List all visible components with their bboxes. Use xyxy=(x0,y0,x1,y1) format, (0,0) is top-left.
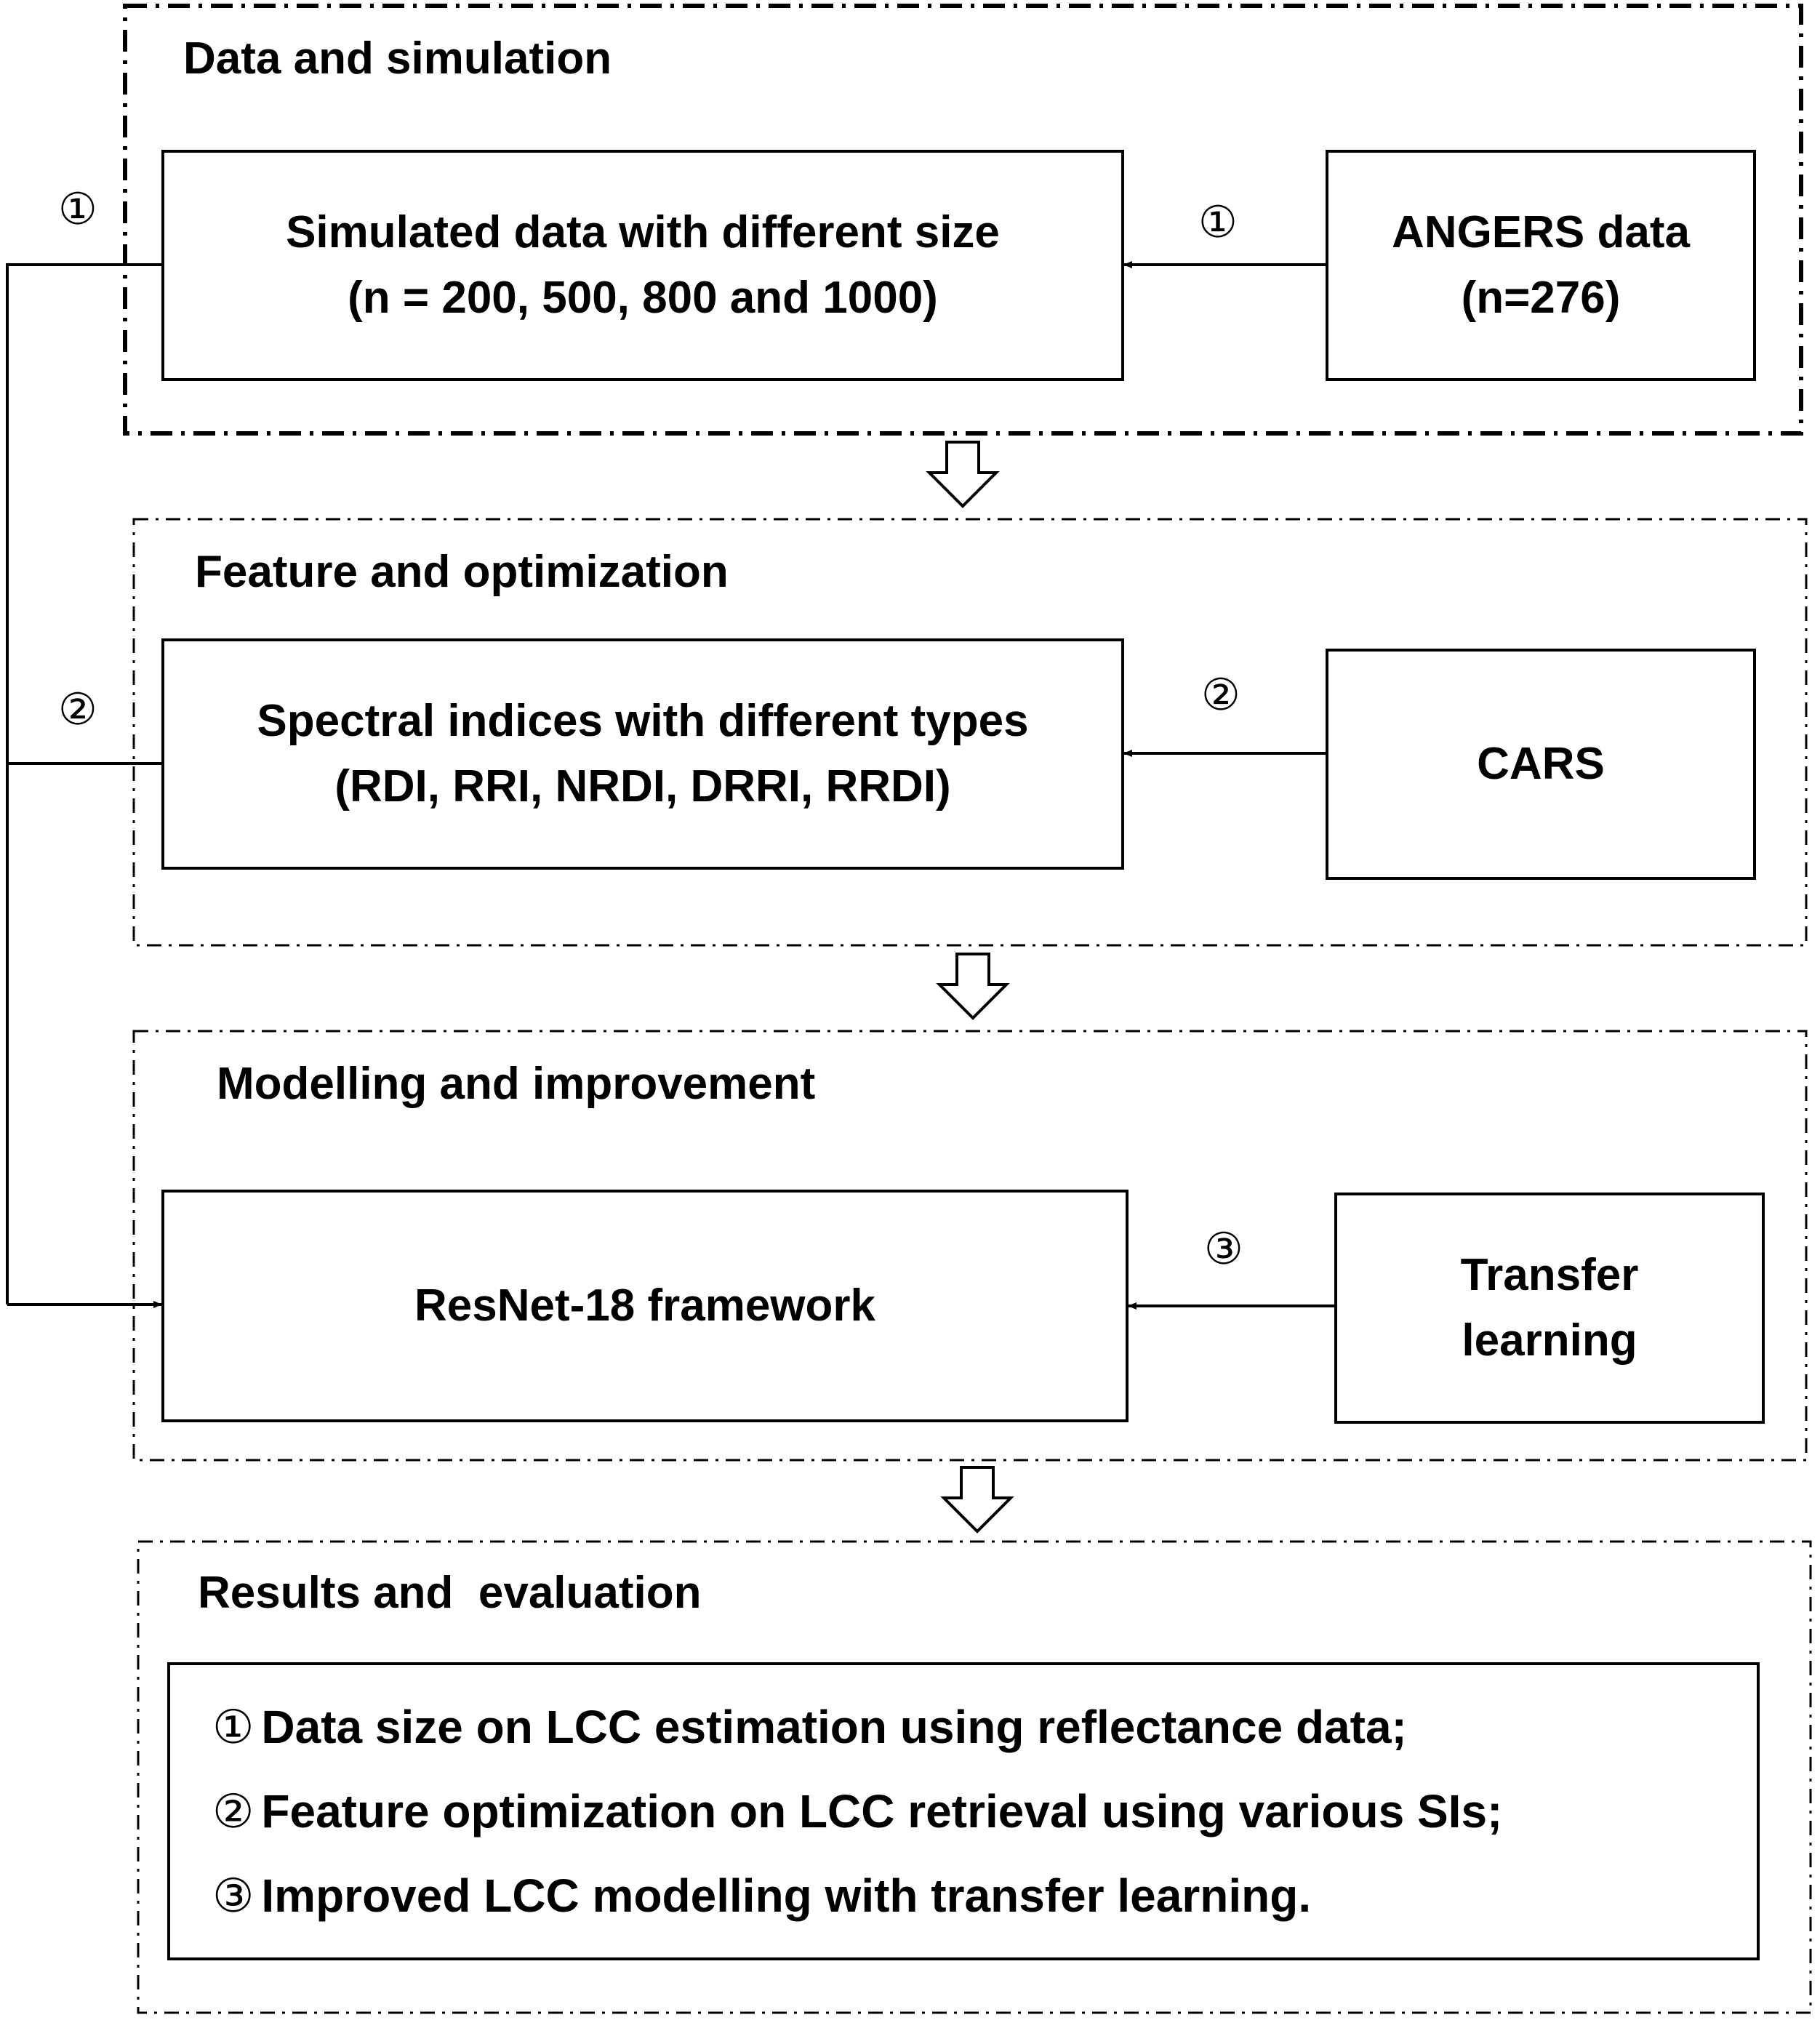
marker-one-left: ① xyxy=(58,184,97,235)
transfer-learning-box: Transfer learning xyxy=(1334,1193,1765,1424)
down-arrow-3 xyxy=(940,1466,1014,1534)
spectral-indices-line2: (RDI, RRI, NRDI, DRRI, RRDI) xyxy=(334,761,951,811)
marker-two-arrow: ② xyxy=(1201,670,1240,721)
result-item-2-marker: ② xyxy=(212,1785,254,1839)
marker-one-arrow: ① xyxy=(1198,197,1238,248)
section-frame-feature-optimization xyxy=(132,518,1808,947)
section-frame-modelling-improvement xyxy=(132,1030,1808,1462)
angers-data-line1: ANGERS data xyxy=(1392,207,1690,258)
result-item-3-text: Improved LCC modelling with transfer lea… xyxy=(261,1869,1312,1922)
simulated-data-line1: Simulated data with different size xyxy=(286,207,1000,258)
section-frame-results-evaluation xyxy=(137,1540,1812,2014)
section-title-results-evaluation: Results and evaluation xyxy=(198,1568,702,1618)
result-item-2-text: Feature optimization on LCC retrieval us… xyxy=(261,1785,1503,1837)
angers-data-box: ANGERS data (n=276) xyxy=(1326,150,1756,381)
result-item-1-text: Data size on LCC estimation using reflec… xyxy=(261,1701,1407,1753)
result-item-1-marker: ① xyxy=(212,1701,254,1755)
section-frame-data-simulation xyxy=(123,4,1803,436)
transfer-learning-line2: learning xyxy=(1462,1315,1637,1366)
marker-two-left: ② xyxy=(58,684,97,735)
marker-three-arrow: ③ xyxy=(1204,1224,1243,1275)
down-arrow-2 xyxy=(936,953,1010,1020)
down-arrow-1 xyxy=(926,441,1000,508)
cars-box: CARS xyxy=(1326,649,1756,880)
resnet-box: ResNet-18 framework xyxy=(161,1190,1129,1422)
transfer-learning-line1: Transfer xyxy=(1460,1250,1639,1301)
simulated-data-line2: (n = 200, 500, 800 and 1000) xyxy=(348,273,938,323)
resnet-label: ResNet-18 framework xyxy=(414,1280,876,1331)
section-title-data-simulation: Data and simulation xyxy=(183,33,612,84)
left-feedback-line xyxy=(6,263,161,1304)
section-title-modelling-improvement: Modelling and improvement xyxy=(217,1059,816,1109)
spectral-indices-line1: Spectral indices with different types xyxy=(257,696,1029,747)
result-item-3-marker: ③ xyxy=(212,1869,254,1923)
section-title-feature-optimization: Feature and optimization xyxy=(195,547,729,597)
spectral-indices-box: Spectral indices with different types (R… xyxy=(161,638,1124,870)
cars-label: CARS xyxy=(1477,739,1605,790)
angers-data-line2: (n=276) xyxy=(1461,273,1621,323)
simulated-data-box: Simulated data with different size (n = … xyxy=(161,150,1124,381)
